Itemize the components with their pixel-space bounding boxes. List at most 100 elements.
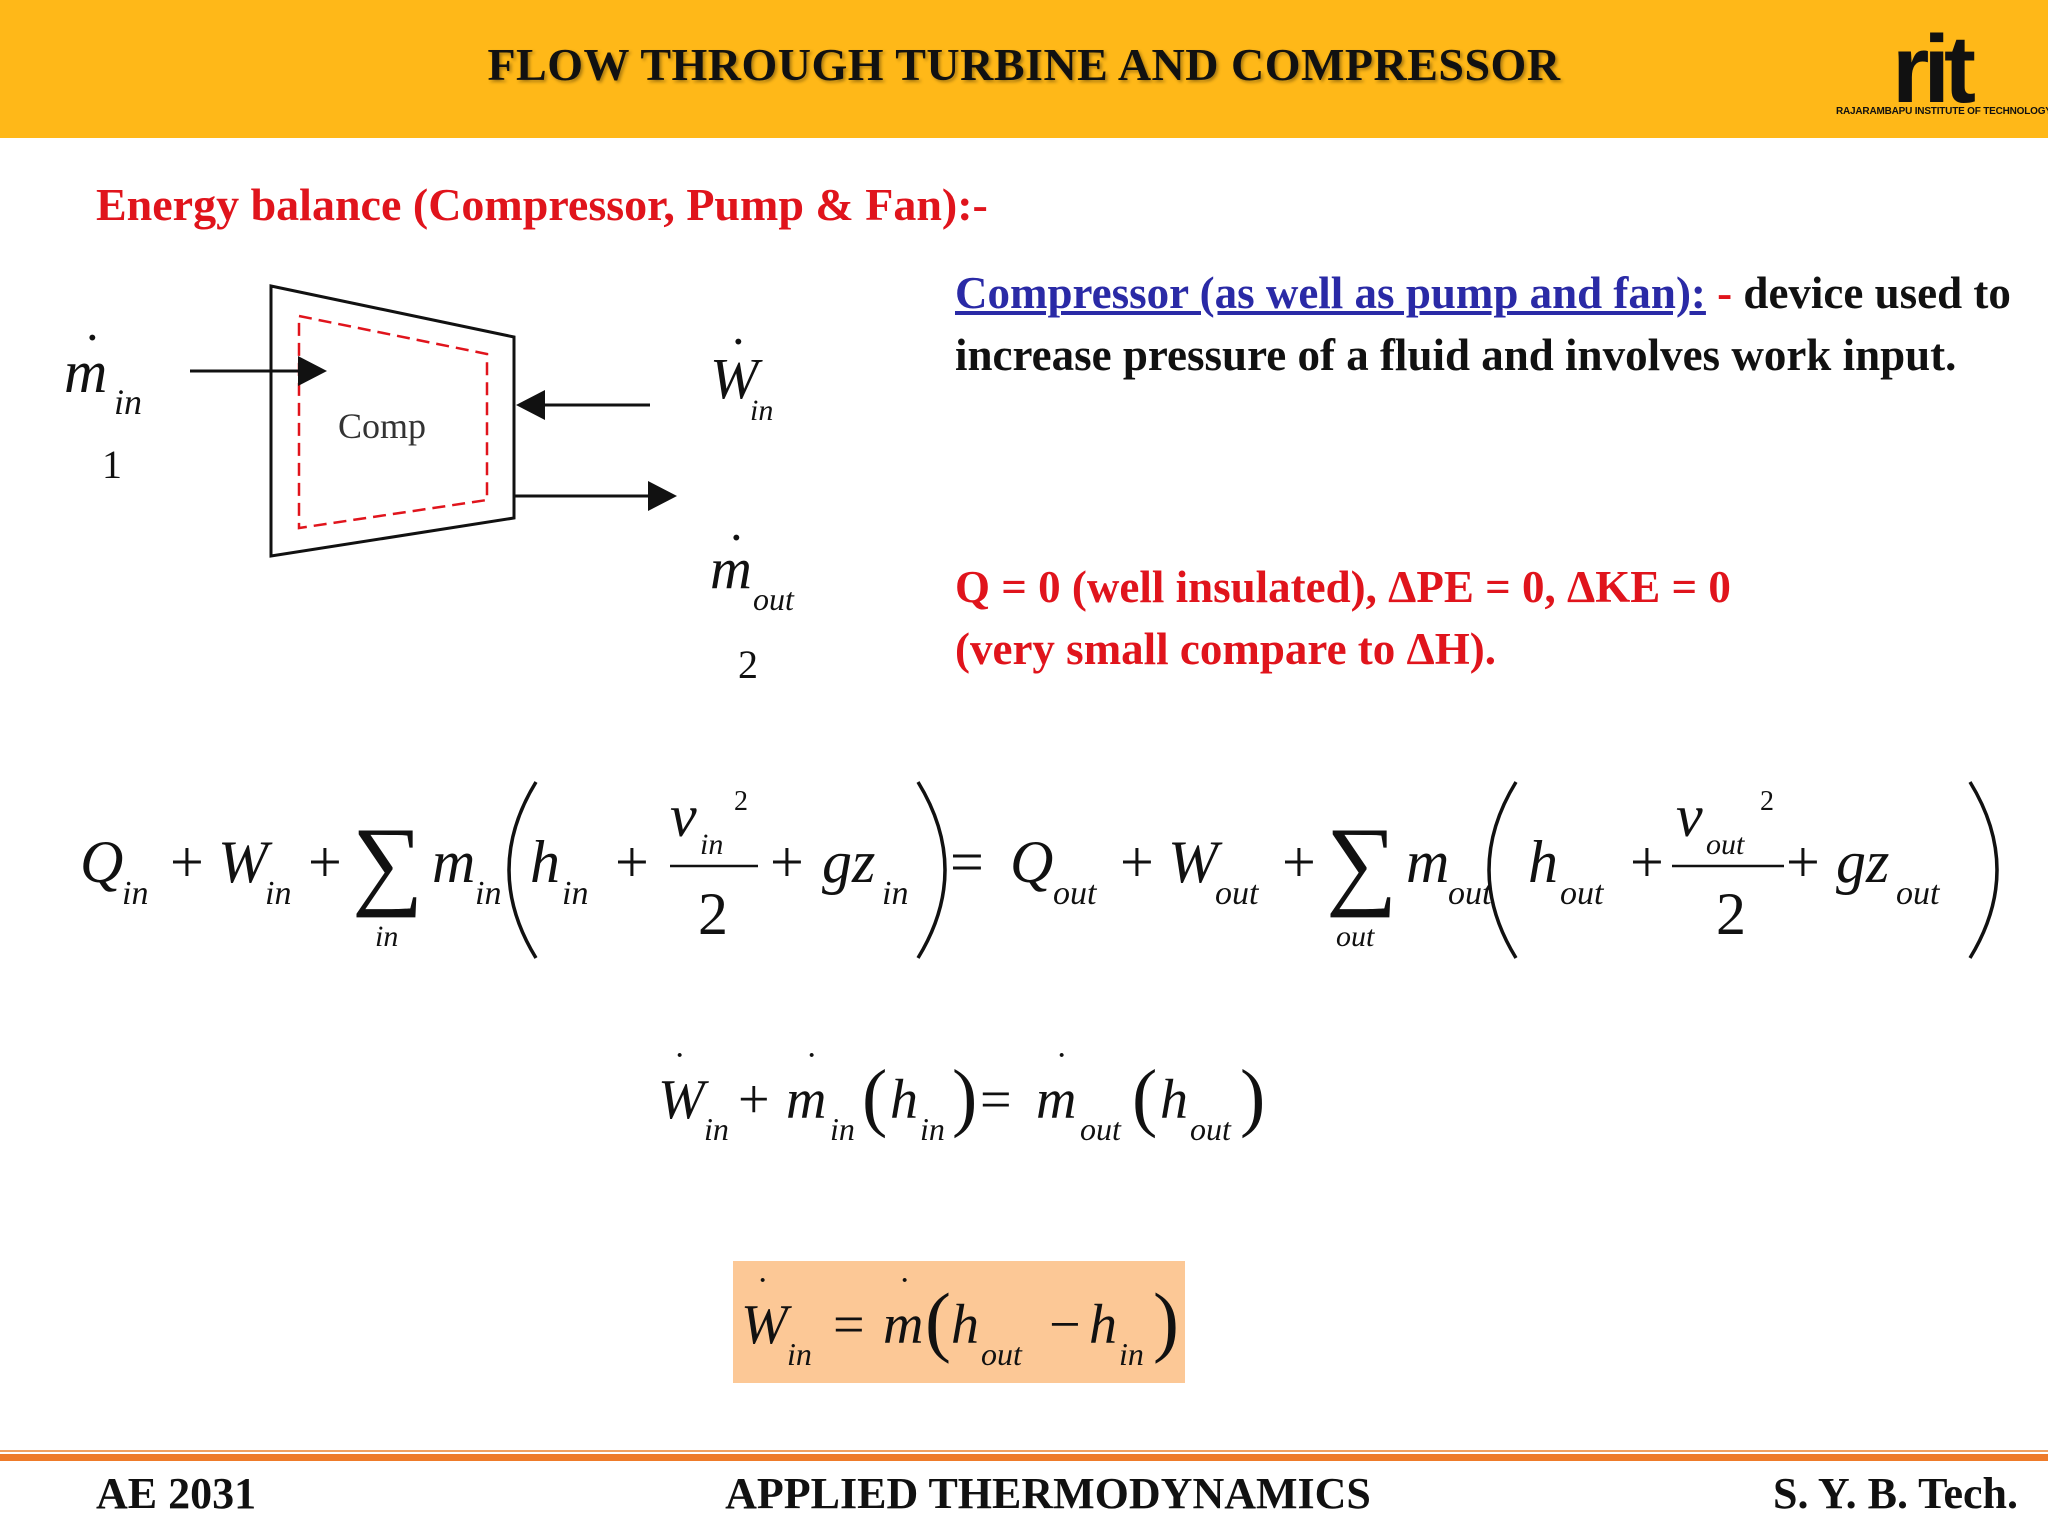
svg-text:+: + (738, 1069, 770, 1131)
compressor-body (269, 284, 516, 558)
slide-title: FLOW THROUGH TURBINE AND COMPRESSOR (487, 39, 1561, 90)
svg-text:−: − (1049, 1294, 1081, 1356)
rit-logo: rit (1892, 30, 1981, 120)
mass-in-subscript: in (114, 382, 142, 422)
svg-text:·: · (757, 1262, 768, 1299)
svg-text:(: ( (862, 1055, 887, 1139)
svg-text:h: h (1528, 829, 1558, 895)
svg-text:+: + (170, 829, 204, 895)
svg-text:h: h (890, 1069, 918, 1131)
outlet-arrowhead (648, 481, 677, 511)
svg-text:Q: Q (1010, 829, 1053, 895)
definition-dash: - (1705, 268, 1744, 318)
state-in-label: 1 (102, 442, 122, 487)
svg-text:gz: gz (822, 829, 875, 895)
work-in-subscript: in (750, 394, 773, 427)
simplified-equation: W in + m in ( h in ) = m out ( h out ) ·… (658, 1040, 1265, 1147)
mass-in-dot: · (84, 309, 101, 365)
svg-text:h: h (951, 1294, 979, 1356)
svg-text:(: ( (1132, 1055, 1157, 1139)
logo-caption: RAJARAMBAPU INSTITUTE OF TECHNOLOGY (1836, 106, 2048, 117)
work-in-dot: · (730, 313, 747, 369)
svg-text:in: in (1119, 1336, 1144, 1372)
state-out-label: 2 (738, 642, 758, 687)
svg-text:W: W (1168, 829, 1223, 895)
svg-text:=: = (980, 1069, 1012, 1131)
svg-text:out: out (1215, 875, 1260, 912)
inlet-arrowhead (298, 356, 327, 386)
svg-text:+: + (770, 829, 804, 895)
footer-divider-thin (0, 1450, 2048, 1452)
svg-text:h: h (1160, 1069, 1188, 1131)
class-label: S. Y. B. Tech. (1773, 1469, 2018, 1518)
svg-text:out: out (1190, 1111, 1232, 1147)
svg-text:in: in (830, 1111, 855, 1147)
svg-text:in: in (704, 1111, 729, 1147)
svg-text:in: in (787, 1336, 812, 1372)
svg-text:2: 2 (698, 881, 728, 947)
assumptions: Q = 0 (well insulated), ΔPE = 0, ΔKE = 0… (955, 556, 2015, 680)
svg-text:m: m (432, 829, 475, 895)
work-in-symbol: W (710, 346, 763, 411)
svg-text:=: = (950, 829, 984, 895)
svg-text:m: m (1036, 1069, 1076, 1131)
svg-text:v: v (670, 783, 697, 849)
svg-text:in: in (562, 875, 588, 912)
svg-text:+: + (308, 829, 342, 895)
svg-text:out: out (1560, 875, 1605, 912)
right-paren-out (1968, 781, 1999, 959)
svg-text:+: + (1786, 829, 1820, 895)
svg-text:m: m (883, 1294, 923, 1356)
work-arrowhead (516, 390, 545, 420)
svg-text:Q: Q (80, 829, 123, 895)
svg-text:+: + (1120, 829, 1154, 895)
mass-in-symbol: m (64, 339, 107, 405)
svg-text:·: · (1056, 1040, 1067, 1074)
mass-out-symbol: m (710, 536, 752, 601)
course-code: AE 2031 (96, 1469, 257, 1518)
svg-text:2: 2 (1716, 881, 1746, 947)
svg-text:·: · (674, 1040, 685, 1074)
left-paren-out (1487, 781, 1518, 959)
svg-text:in: in (700, 828, 723, 861)
section-heading: Energy balance (Compressor, Pump & Fan):… (96, 179, 988, 230)
svg-text:h: h (1089, 1294, 1117, 1356)
logo-text: rit (1892, 30, 1975, 120)
control-volume-boundary (297, 314, 489, 530)
svg-text:in: in (265, 875, 291, 912)
svg-text:+: + (1630, 829, 1664, 895)
footer-divider (0, 1454, 2048, 1461)
svg-text:): ) (952, 1055, 977, 1139)
svg-text:in: in (920, 1111, 945, 1147)
svg-text:h: h (530, 829, 560, 895)
svg-text:m: m (1406, 829, 1449, 895)
general-energy-equation: Q in + W in + ∑ in m in h in + v in 2 2 … (80, 781, 1999, 959)
svg-text:(: ( (925, 1277, 951, 1364)
svg-text:out: out (1053, 875, 1098, 912)
left-paren-in (507, 781, 538, 959)
svg-text:W: W (658, 1069, 709, 1131)
svg-text:+: + (615, 829, 649, 895)
assumption-line-2: (very small compare to ΔH). (955, 624, 1496, 674)
svg-text:2: 2 (734, 786, 748, 817)
definition-text: device used to increase pressure of a fl… (955, 268, 2011, 380)
device-label: Comp (338, 406, 426, 446)
header-bar (0, 0, 2048, 138)
course-title: APPLIED THERMODYNAMICS (725, 1469, 1371, 1518)
svg-text:): ) (1153, 1277, 1179, 1364)
svg-text:in: in (122, 875, 148, 912)
svg-text:in: in (882, 875, 908, 912)
svg-text:W: W (218, 829, 273, 895)
svg-text:2: 2 (1760, 786, 1774, 817)
svg-text:=: = (833, 1294, 865, 1356)
svg-text:m: m (786, 1069, 826, 1131)
svg-text:W: W (741, 1294, 792, 1356)
svg-text:in: in (475, 875, 501, 912)
compressor-diagram: Comp m · in 1 W · in m · out 2 (64, 284, 795, 687)
mass-out-dot: · (728, 509, 745, 565)
svg-text:+: + (1282, 829, 1316, 895)
svg-text:out: out (1448, 875, 1493, 912)
result-highlight (733, 1261, 1185, 1383)
svg-text:out: out (981, 1336, 1023, 1372)
svg-text:): ) (1240, 1055, 1265, 1139)
